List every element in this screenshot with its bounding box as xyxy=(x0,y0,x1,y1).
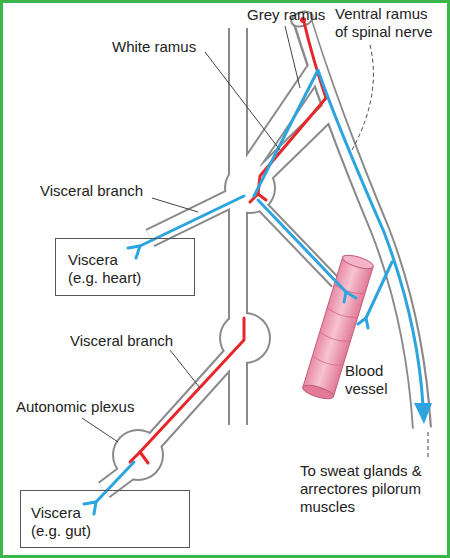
fibre-fork xyxy=(84,502,96,514)
part-label: Grey ramus xyxy=(247,6,325,24)
fibre-fork xyxy=(358,318,368,328)
part-label: Blood vessel xyxy=(345,362,400,398)
vessel-end xyxy=(341,253,375,272)
part-label: Autonomic plexus xyxy=(16,398,134,416)
leader-line xyxy=(152,198,198,212)
part-label: To sweat glands & arrectores pilorum mus… xyxy=(300,462,440,516)
postganglionic-fibre xyxy=(96,462,134,502)
organ-box: Viscera (e.g. gut) xyxy=(20,490,190,548)
visceral-branch xyxy=(150,196,236,238)
leader-line xyxy=(285,26,300,88)
part-label: Ventral ramus of spinal nerve xyxy=(335,5,439,41)
postganglionic-fibres xyxy=(84,70,423,514)
sympathetic-trunk xyxy=(230,26,246,427)
postganglionic-fibre xyxy=(258,200,346,292)
leader-line xyxy=(170,350,200,388)
box-text: Viscera (e.g. heart) xyxy=(68,251,148,287)
vessel-rings xyxy=(312,284,365,368)
fibre-fork xyxy=(128,246,140,258)
leader-lines xyxy=(82,26,428,458)
tube-fills xyxy=(104,18,422,490)
leader-line xyxy=(352,45,373,150)
box-text: Viscera (e.g. gut) xyxy=(31,504,111,540)
fibre-fork xyxy=(344,292,356,302)
leader-line xyxy=(428,432,429,458)
blood-vessel xyxy=(301,253,374,402)
part-label: White ramus xyxy=(112,38,196,56)
leader-line xyxy=(82,418,118,442)
tube-outlines xyxy=(104,20,422,490)
postganglionic-fibre xyxy=(366,262,392,318)
leader-line xyxy=(205,52,280,150)
part-label: Visceral branch xyxy=(40,182,143,200)
postganglionic-fibre xyxy=(254,70,423,406)
ganglion-fills xyxy=(114,164,274,479)
part-label: Visceral branch xyxy=(70,332,173,350)
visceral-branch xyxy=(150,196,236,238)
vessel-end xyxy=(301,383,335,402)
ganglion-outlines xyxy=(112,162,276,481)
organ-box: Viscera (e.g. heart) xyxy=(55,238,195,296)
fibre-arrowhead xyxy=(414,403,432,424)
